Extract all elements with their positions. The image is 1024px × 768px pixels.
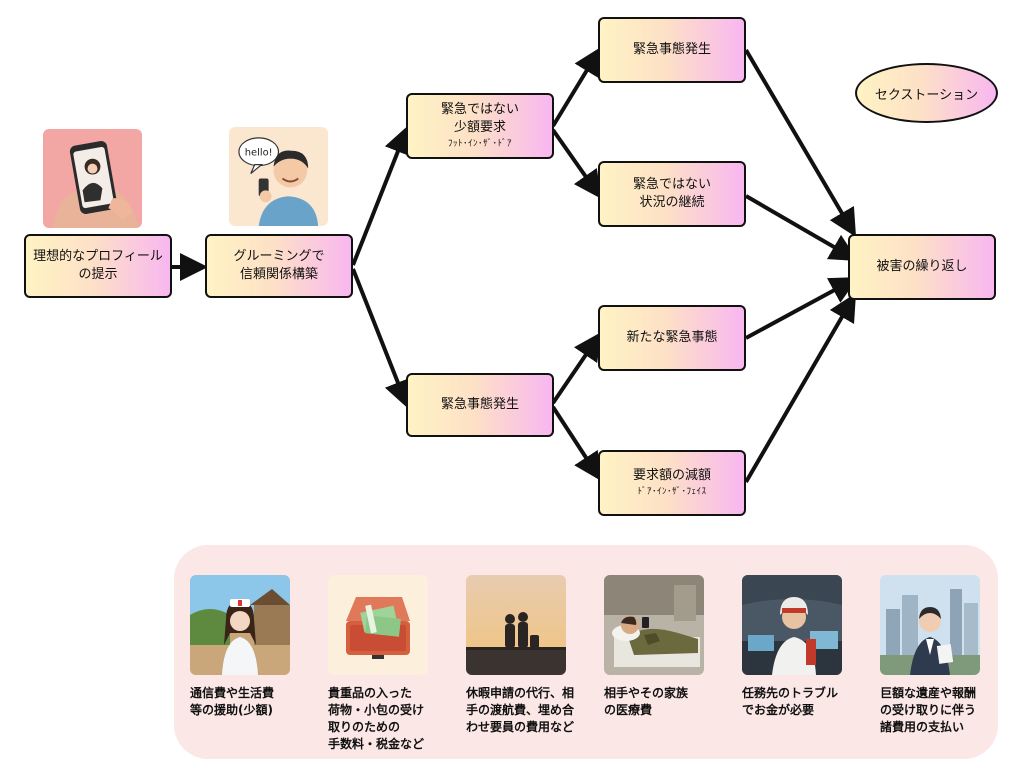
example-card-mission-trouble: 任務先のトラブル でお金が必要 — [742, 575, 852, 719]
node-repeat-damage: 被害の繰り返し — [848, 234, 996, 300]
node-ideal-profile-label: 理想的なプロフィール の提示 — [33, 249, 163, 282]
node-emergency-lower-label: 緊急事態発生 — [440, 397, 519, 412]
example-caption: 通信費や生活費 等の援助(少額) — [190, 686, 275, 717]
phone-profile-image — [43, 129, 142, 228]
couple-silhouette-image — [466, 575, 566, 675]
arrow-grooming-to-nonemergency — [351, 125, 411, 266]
arrow-reduced-to-repeat — [744, 292, 857, 484]
node-emergency-lower: 緊急事態発生 — [406, 373, 554, 437]
node-non-emergency-continue: 緊急ではない 状況の継続 — [598, 161, 746, 227]
arrow-new-to-repeat — [745, 277, 859, 340]
node-reduced-request-label: 要求額の減額 — [632, 468, 711, 483]
arrow-nonemergency-to-continue — [551, 128, 602, 199]
suitcase-money-image — [328, 575, 428, 675]
node-new-emergency-label: 新たな緊急事態 — [626, 330, 718, 345]
example-caption: 巨額な遺産や報酬 の受け取りに伴う 諸費用の支払い — [880, 686, 977, 734]
businessman-city-image — [880, 575, 980, 675]
node-ideal-profile: 理想的なプロフィール の提示 — [24, 234, 172, 298]
pilot-cockpit-image — [742, 575, 842, 675]
sextortion-label: セクストーション — [874, 87, 979, 103]
node-non-emergency-small-request-label: 緊急ではない 少額要求 — [440, 102, 519, 135]
example-caption: 相手やその家族 の医療費 — [604, 686, 689, 717]
foot-in-the-door-label: ﾌｯﾄ･ｲﾝ･ｻﾞ･ﾄﾞｱ — [447, 139, 512, 149]
example-caption: 任務先のトラブル でお金が必要 — [742, 686, 839, 717]
arrow-nonemergency-to-emergency-top — [551, 46, 602, 128]
node-grooming-label: グルーミングで 信頼関係構築 — [233, 249, 325, 282]
example-card-living-support: 通信費や生活費 等の援助(少額) — [190, 575, 300, 719]
example-caption: 貴重品の入った 荷物・小包の受け 取りのための 手数料・税金など — [328, 686, 425, 751]
node-emergency-top-label: 緊急事態発生 — [632, 42, 711, 57]
node-repeat-damage-label: 被害の繰り返し — [876, 259, 968, 274]
example-card-inheritance: 巨額な遺産や報酬 の受け取りに伴う 諸費用の支払い — [880, 575, 990, 736]
node-new-emergency: 新たな緊急事態 — [598, 305, 746, 371]
example-card-medical: 相手やその家族 の医療費 — [604, 575, 714, 719]
man-with-phone-image: hello! — [229, 127, 328, 226]
node-non-emergency-continue-label: 緊急ではない 状況の継続 — [632, 177, 711, 210]
arrow-grooming-to-emergency — [351, 268, 411, 409]
node-grooming: グルーミングで 信頼関係構築 — [205, 234, 353, 298]
arrow-emergency-to-reduced — [551, 405, 602, 482]
node-reduced-request: 要求額の減額 ﾄﾞｱ･ｲﾝ･ｻﾞ･ﾌｪｲｽ — [598, 450, 746, 516]
node-emergency-top: 緊急事態発生 — [598, 17, 746, 83]
hospital-soldier-image — [604, 575, 704, 675]
example-card-leave-travel: 休暇申請の代行、相 手の渡航費、埋め合 わせ要員の費用など — [466, 575, 576, 736]
door-in-the-face-label: ﾄﾞｱ･ｲﾝ･ｻﾞ･ﾌｪｲｽ — [637, 487, 707, 497]
example-caption: 休暇申請の代行、相 手の渡航費、埋め合 わせ要員の費用など — [466, 686, 575, 734]
speech-bubble-text: hello! — [245, 148, 273, 159]
nurse-image — [190, 575, 290, 675]
arrow-emergency-top-to-repeat — [744, 48, 857, 238]
example-card-package-fees: 貴重品の入った 荷物・小包の受け 取りのための 手数料・税金など — [328, 575, 438, 753]
arrow-emergency-to-new — [551, 332, 602, 405]
examples-panel: 通信費や生活費 等の援助(少額) 貴重品の入った 荷物・小包の受け 取りのための… — [174, 545, 998, 759]
arrow-continue-to-repeat — [744, 194, 859, 262]
node-non-emergency-small-request: 緊急ではない 少額要求 ﾌｯﾄ･ｲﾝ･ｻﾞ･ﾄﾞｱ — [406, 93, 554, 159]
sextortion-ellipse: セクストーション — [855, 63, 998, 123]
